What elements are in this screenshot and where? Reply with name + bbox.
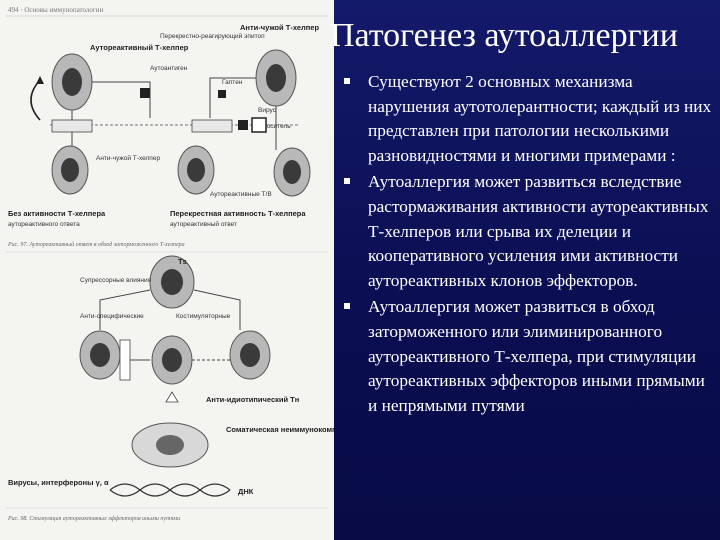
anti-self-th-cell (255, 49, 297, 107)
label-hapten: Гаптен (222, 79, 243, 86)
effector-cell-middle (151, 335, 193, 385)
label-anti-self-th: Анти-чужой Т-хелпер (240, 23, 319, 32)
label-without-th: Без активности Т-хелпера (8, 209, 106, 218)
bullet-item: Существуют 2 основных механизма нарушени… (338, 70, 716, 168)
figure-caption-1: Рис. 97. Аутореактивный ответ в обход за… (7, 241, 185, 248)
figure-page-header: 494 · Основы иммунопатологии (8, 6, 104, 14)
bullet-text: Аутоаллергия может развиться в обход зат… (368, 297, 705, 415)
label-cross-epitope: Перекрестно-реагирующий эпитоп (160, 32, 265, 40)
effector-cell-left (79, 330, 121, 380)
square-bullet-icon (344, 78, 350, 84)
textbook-figure: 494 · Основы иммунопатологии Аутореактив… (0, 0, 334, 540)
label-viruses: Вирусы, интерфероны γ, α (8, 478, 109, 487)
label-autoantigen: Аутоантиген (150, 65, 188, 72)
label-carrier: Носитель (262, 123, 291, 130)
figure-diagram: 494 · Основы иммунопатологии Аутореактив… (6, 6, 334, 522)
label-virus: Вирус (258, 107, 277, 114)
bullet-item: Аутоаллергия может развиться вследствие … (338, 170, 716, 293)
label-ts: Тs (178, 257, 187, 266)
label-anti-specific: Анти-специфические (80, 313, 144, 320)
square-bullet-icon (344, 178, 350, 185)
label-cross-th-sub: аутореактивный ответ (170, 220, 237, 228)
figure-caption-2: Рис. 98. Стимуляция аутореактивных эффек… (7, 515, 180, 522)
label-dna: ДНК (238, 487, 254, 496)
label-autoreactive-tb: Аутореактивные Т/В (210, 191, 272, 198)
square-bullet-icon (344, 303, 350, 310)
label-anti-alien-th: Анти-чужой Т-хелпер (96, 154, 160, 162)
label-costimul: Костимуляторные (176, 313, 231, 320)
label-somatic: Соматическая неиммунокомпетентная клетка (226, 425, 334, 434)
effector-cell-right (229, 330, 271, 380)
autoreactive-th-cell (51, 53, 93, 111)
slide-title: Патогенез аутоаллергии (330, 17, 678, 54)
label-suppressor: Супрессорные влияния (80, 277, 152, 284)
bullet-text: Существуют 2 основных механизма нарушени… (368, 72, 712, 165)
label-anti-idiotypic: Анти-идиотипический Тн (206, 395, 299, 404)
autoreactive-tb-cell (273, 147, 311, 197)
label-cross-th: Перекрестная активность Т-хелпера (170, 209, 306, 218)
label-without-th-sub: аутореактивного ответа (8, 221, 80, 228)
bullet-text: Аутоаллергия может развиться вследствие … (368, 172, 709, 290)
bullet-item: Аутоаллергия может развиться в обход зат… (338, 295, 716, 418)
somatic-cell (131, 422, 209, 468)
bullet-list: Существуют 2 основных механизма нарушени… (338, 70, 716, 418)
effector-cell-center (177, 145, 215, 195)
anti-alien-th-cell (51, 145, 89, 195)
ts-cell (149, 255, 195, 309)
label-autoreactive-th: Аутореактивный Т-хелпер (90, 43, 189, 52)
